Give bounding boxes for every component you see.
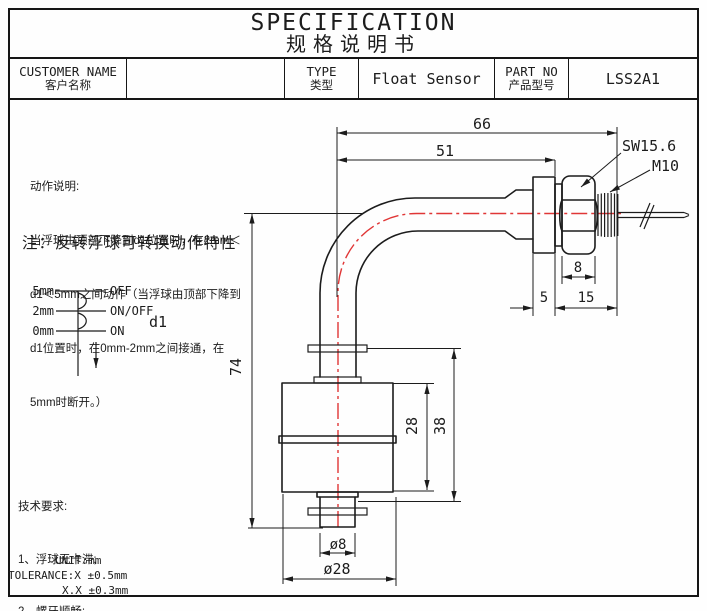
title-block: SPECIFICATION 规格说明书	[10, 10, 697, 59]
type-label-zh: 类型	[310, 79, 333, 92]
part-no-value: LSS2A1	[605, 69, 661, 88]
lead-wires	[618, 202, 690, 230]
sw-leader-line	[580, 152, 622, 188]
customer-name-cell: CUSTOMER NAME 客户名称	[10, 59, 127, 98]
label-m10: M10	[652, 157, 679, 175]
header-table: CUSTOMER NAME 客户名称 TYPE 类型 Float Sensor …	[10, 59, 697, 100]
dim-dia28: ø28	[323, 560, 350, 578]
level-0mm: 0mm	[32, 324, 54, 338]
type-value: Float Sensor	[372, 69, 481, 88]
level-2mm: 2mm	[32, 304, 54, 318]
page-title: SPECIFICATION	[250, 9, 457, 36]
technical-requirements: 技术要求: 1、浮球无卡滞; 2、螺牙顺畅; 3、连续沸腾水中测试，动作无失灵。	[18, 501, 97, 611]
reversal-note: 注：反转浮球可转换动作特性	[22, 235, 237, 252]
dim-15: 15	[578, 290, 595, 306]
tolerance-label: TOLERANCE:X ±0.5mm	[8, 569, 128, 582]
customer-name-label-zh: 客户名称	[45, 79, 91, 92]
customer-name-value	[127, 59, 285, 98]
float-body	[278, 382, 397, 528]
dim-74: 74	[227, 358, 245, 376]
level-5mm: 5mm	[32, 284, 54, 298]
hex-nut	[558, 175, 599, 255]
dim-28: 28	[403, 417, 421, 435]
state-on-off: ON/OFF	[110, 304, 153, 318]
state-on: ON	[110, 324, 124, 338]
var-d1: d1	[149, 313, 167, 331]
dimension-lines	[249, 130, 651, 582]
switch-diagram: 5mm 2mm 0mm OFF ON/OFF ON d1	[32, 284, 167, 376]
type-value-cell: Float Sensor	[359, 59, 495, 98]
label-sw15-6: SW15.6	[622, 137, 676, 155]
part-no-value-cell: LSS2A1	[569, 59, 697, 98]
part-no-label-zh: 产品型号	[508, 79, 555, 92]
sheet-border: SPECIFICATION 规格说明书 CUSTOMER NAME 客户名称 T…	[8, 8, 699, 597]
extension-lines	[244, 127, 618, 586]
dim-5: 5	[540, 290, 548, 306]
page-title-zh: 规格说明书	[286, 33, 421, 56]
part-no-label: PART NO	[505, 63, 558, 79]
dim-66: 66	[473, 115, 491, 133]
type-cell: TYPE 类型	[285, 59, 359, 98]
thread-m10	[597, 193, 619, 237]
elbow-tube	[319, 189, 534, 378]
break-symbol	[639, 202, 655, 230]
retaining-clip-lower	[307, 507, 368, 516]
dim-38: 38	[431, 417, 449, 435]
part-no-cell: PART NO 产品型号	[495, 59, 569, 98]
dim-51: 51	[436, 142, 454, 160]
dim-8: 8	[574, 260, 582, 276]
customer-name-label: CUSTOMER NAME	[19, 63, 117, 79]
flange	[532, 176, 563, 254]
type-label: TYPE	[306, 63, 337, 79]
centerline	[337, 212, 621, 527]
dim-dia8: ø8	[330, 537, 347, 553]
state-off: OFF	[110, 284, 132, 298]
tolerance-label-2: X.X ±0.3mm	[62, 584, 129, 597]
unit-label: UNIT:mm	[55, 554, 102, 567]
m10-leader-line	[609, 169, 651, 193]
